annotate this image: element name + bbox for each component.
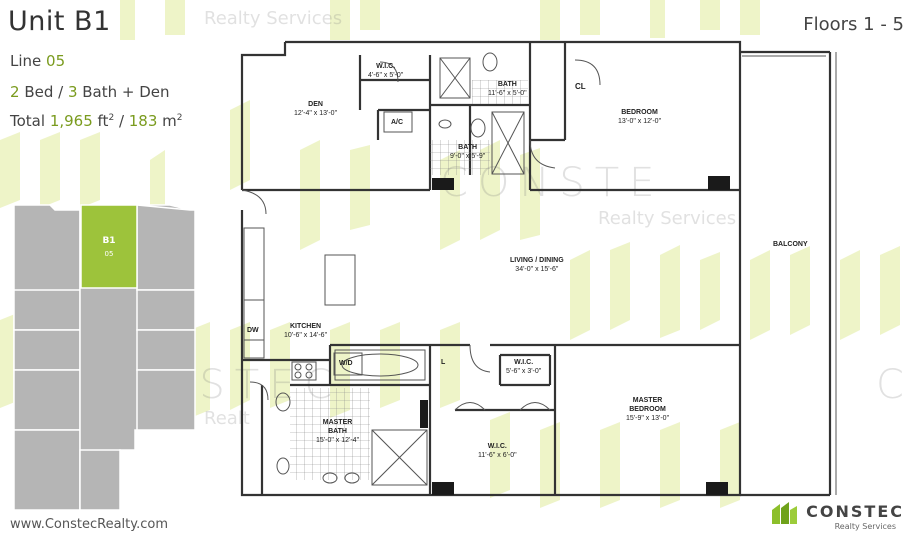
room-name: W/D bbox=[339, 360, 353, 367]
line-prefix: Line bbox=[10, 52, 47, 70]
area-m: 183 bbox=[128, 112, 158, 130]
bed-text: Bed / bbox=[19, 83, 68, 101]
room-dimensions: 4'-6" x 5'-0" bbox=[368, 72, 404, 79]
room-dimensions: 10'-6" x 14'-6" bbox=[284, 332, 328, 339]
key-plan-unit-highlight bbox=[80, 204, 138, 289]
room-name: L bbox=[441, 359, 446, 366]
room-washer-dryer: W/D bbox=[339, 359, 353, 368]
room-bedroom: BEDROOM 13'-0" x 12'-0" bbox=[618, 108, 661, 126]
watermark-sub-left: Realt bbox=[204, 408, 250, 429]
unit-m: m bbox=[157, 112, 177, 130]
room-dimensions: 5'-6" x 3'-0" bbox=[506, 368, 542, 375]
key-plan-unit bbox=[13, 329, 81, 371]
room-name: BATH bbox=[497, 81, 517, 88]
watermark-sub-center: Realty Services bbox=[598, 208, 737, 229]
room-dimensions: 9'-0" x 5'-9" bbox=[450, 153, 486, 160]
unit-ft: ft bbox=[92, 112, 109, 130]
key-plan-unit bbox=[13, 369, 81, 431]
room-linen: L bbox=[441, 358, 445, 367]
room-dimensions: 11'-6" x 5'-0" bbox=[488, 90, 527, 97]
room-name: W.I.C. bbox=[487, 443, 507, 450]
room-ac: A/C bbox=[391, 118, 403, 127]
room-name: BALCONY bbox=[773, 241, 808, 248]
room-name: BEDROOM bbox=[621, 109, 658, 116]
unit-m-sup: 2 bbox=[176, 113, 183, 123]
room-name-2: BEDROOM bbox=[629, 406, 666, 413]
watermark-brand-edge: C bbox=[876, 362, 914, 408]
room-name: LIVING / DINING bbox=[510, 257, 564, 264]
bed-bath-info: 2 Bed / 3 Bath + Den bbox=[10, 83, 170, 101]
total-prefix: Total bbox=[10, 112, 50, 130]
bath-count: 3 bbox=[67, 83, 78, 101]
key-plan-unit bbox=[13, 289, 81, 331]
constec-logo-icon bbox=[772, 502, 797, 524]
room-name: DEN bbox=[308, 101, 323, 108]
room-name: KITCHEN bbox=[289, 323, 322, 330]
room-wic-den: W.I.C. 4'-6" x 5'-0" bbox=[368, 62, 403, 80]
room-dimensions: 11'-6" x 6'-0" bbox=[478, 452, 517, 459]
room-dimensions: 12'-4" x 13'-0" bbox=[294, 110, 338, 117]
room-bath-1: BATH 11'-6" x 5'-0" bbox=[488, 80, 527, 98]
key-plan-unit bbox=[136, 369, 196, 431]
room-bath-2: BATH 9'-0" x 5'-9" bbox=[450, 143, 485, 161]
room-dishwasher: DW bbox=[247, 326, 259, 335]
key-plan-line-label: 05 bbox=[104, 250, 114, 258]
room-name: W.I.C. bbox=[376, 63, 396, 70]
room-name: MASTER bbox=[322, 419, 353, 426]
bed-count: 2 bbox=[10, 83, 20, 101]
room-name: BATH bbox=[458, 144, 478, 151]
room-name: A/C bbox=[391, 119, 404, 126]
room-wic-small: W.I.C. 5'-6" x 3'-0" bbox=[506, 358, 541, 376]
room-dimensions: 34'-0" x 15'-6" bbox=[515, 266, 559, 273]
key-plan-unit-label: B1 bbox=[102, 236, 116, 246]
area-info: Total 1,965 ft2 / 183 m2 bbox=[10, 112, 183, 130]
floors-label: Floors 1 - 5 bbox=[803, 14, 904, 35]
area-ft: 1,965 bbox=[49, 112, 93, 130]
key-plan-unit bbox=[136, 329, 196, 371]
room-name: MASTER bbox=[632, 397, 663, 404]
key-plan-unit bbox=[13, 429, 81, 511]
website-link[interactable]: www.ConstecRealty.com bbox=[10, 517, 168, 532]
line-number: 05 bbox=[46, 52, 66, 70]
watermark-sub-top: Realty Services bbox=[204, 8, 343, 29]
bath-text: Bath + Den bbox=[77, 83, 170, 101]
room-closet: CL bbox=[575, 82, 586, 91]
room-name: W.I.C. bbox=[514, 359, 534, 366]
logo-name: CONSTEC bbox=[806, 502, 904, 521]
room-wic-master: W.I.C. 11'-6" x 6'-0" bbox=[478, 442, 517, 460]
room-name: DW bbox=[247, 327, 259, 334]
room-name: CL bbox=[575, 82, 586, 91]
unit-title: Unit B1 bbox=[8, 6, 111, 37]
room-living-dining: LIVING / DINING 34'-0" x 15'-6" bbox=[510, 256, 564, 274]
room-master-bedroom: MASTER BEDROOM 15'-9" x 13'-0" bbox=[626, 396, 669, 423]
room-balcony: BALCONY bbox=[773, 240, 808, 249]
area-sep: / bbox=[114, 112, 129, 130]
room-dimensions: 15'-0" x 12'-4" bbox=[316, 437, 360, 444]
logo-subtitle: Realty Services bbox=[834, 522, 896, 531]
room-den: DEN 12'-4" x 13'-0" bbox=[294, 100, 337, 118]
room-master-bath: MASTER BATH 15'-0" x 12'-4" bbox=[316, 418, 359, 445]
room-dimensions: 13'-0" x 12'-0" bbox=[618, 118, 662, 125]
room-dimensions: 15'-9" x 13'-0" bbox=[626, 415, 670, 422]
key-plan-unit bbox=[79, 449, 121, 511]
key-plan-unit bbox=[136, 204, 196, 291]
line-info: Line 05 bbox=[10, 52, 65, 70]
room-name-2: BATH bbox=[328, 428, 347, 435]
key-plan-unit bbox=[136, 289, 196, 331]
unit-ft-sup: 2 bbox=[108, 113, 115, 123]
room-kitchen: KITCHEN 10'-6" x 14'-6" bbox=[284, 322, 327, 340]
